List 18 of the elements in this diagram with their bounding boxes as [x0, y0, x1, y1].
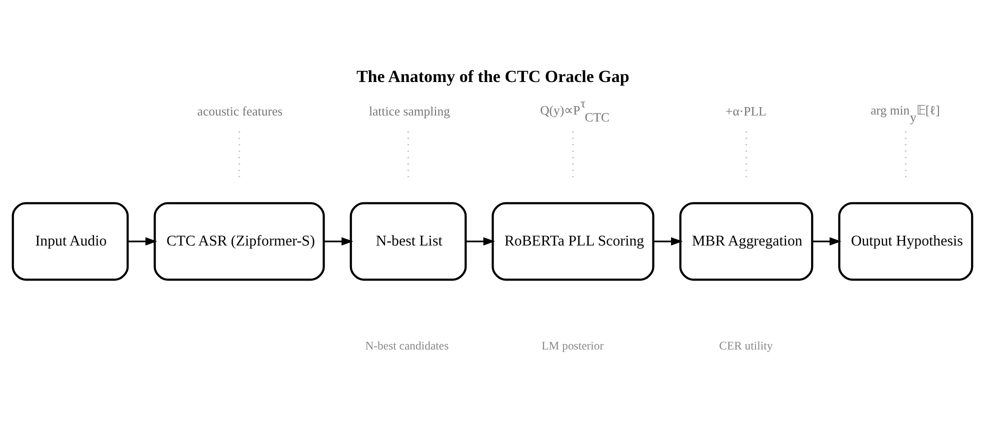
node-text: +α·PLL	[726, 104, 766, 118]
node-box: CTC ASR (Zipformer-S)	[154, 202, 325, 280]
node-box: MBR Aggregation	[679, 202, 814, 280]
node-text: lattice sampling	[368, 104, 450, 118]
arrow	[324, 236, 354, 245]
node-box: Input Audio	[12, 202, 129, 280]
arrow	[466, 236, 496, 245]
diagram-title: The Anatomy of the CTC Oracle Gap	[356, 66, 630, 86]
node-box: RoBERTa PLL Scoring	[492, 202, 654, 280]
arrow	[128, 236, 158, 245]
node-box: N-best List	[350, 202, 467, 280]
label: N-best candidates	[365, 339, 449, 352]
label: LM posterior	[542, 339, 604, 352]
label: CER utility	[719, 339, 773, 352]
arrow	[654, 236, 683, 245]
arrow	[812, 236, 842, 245]
node-box: Output Hypothesis	[838, 202, 974, 280]
node-text: acoustic features	[197, 104, 283, 118]
